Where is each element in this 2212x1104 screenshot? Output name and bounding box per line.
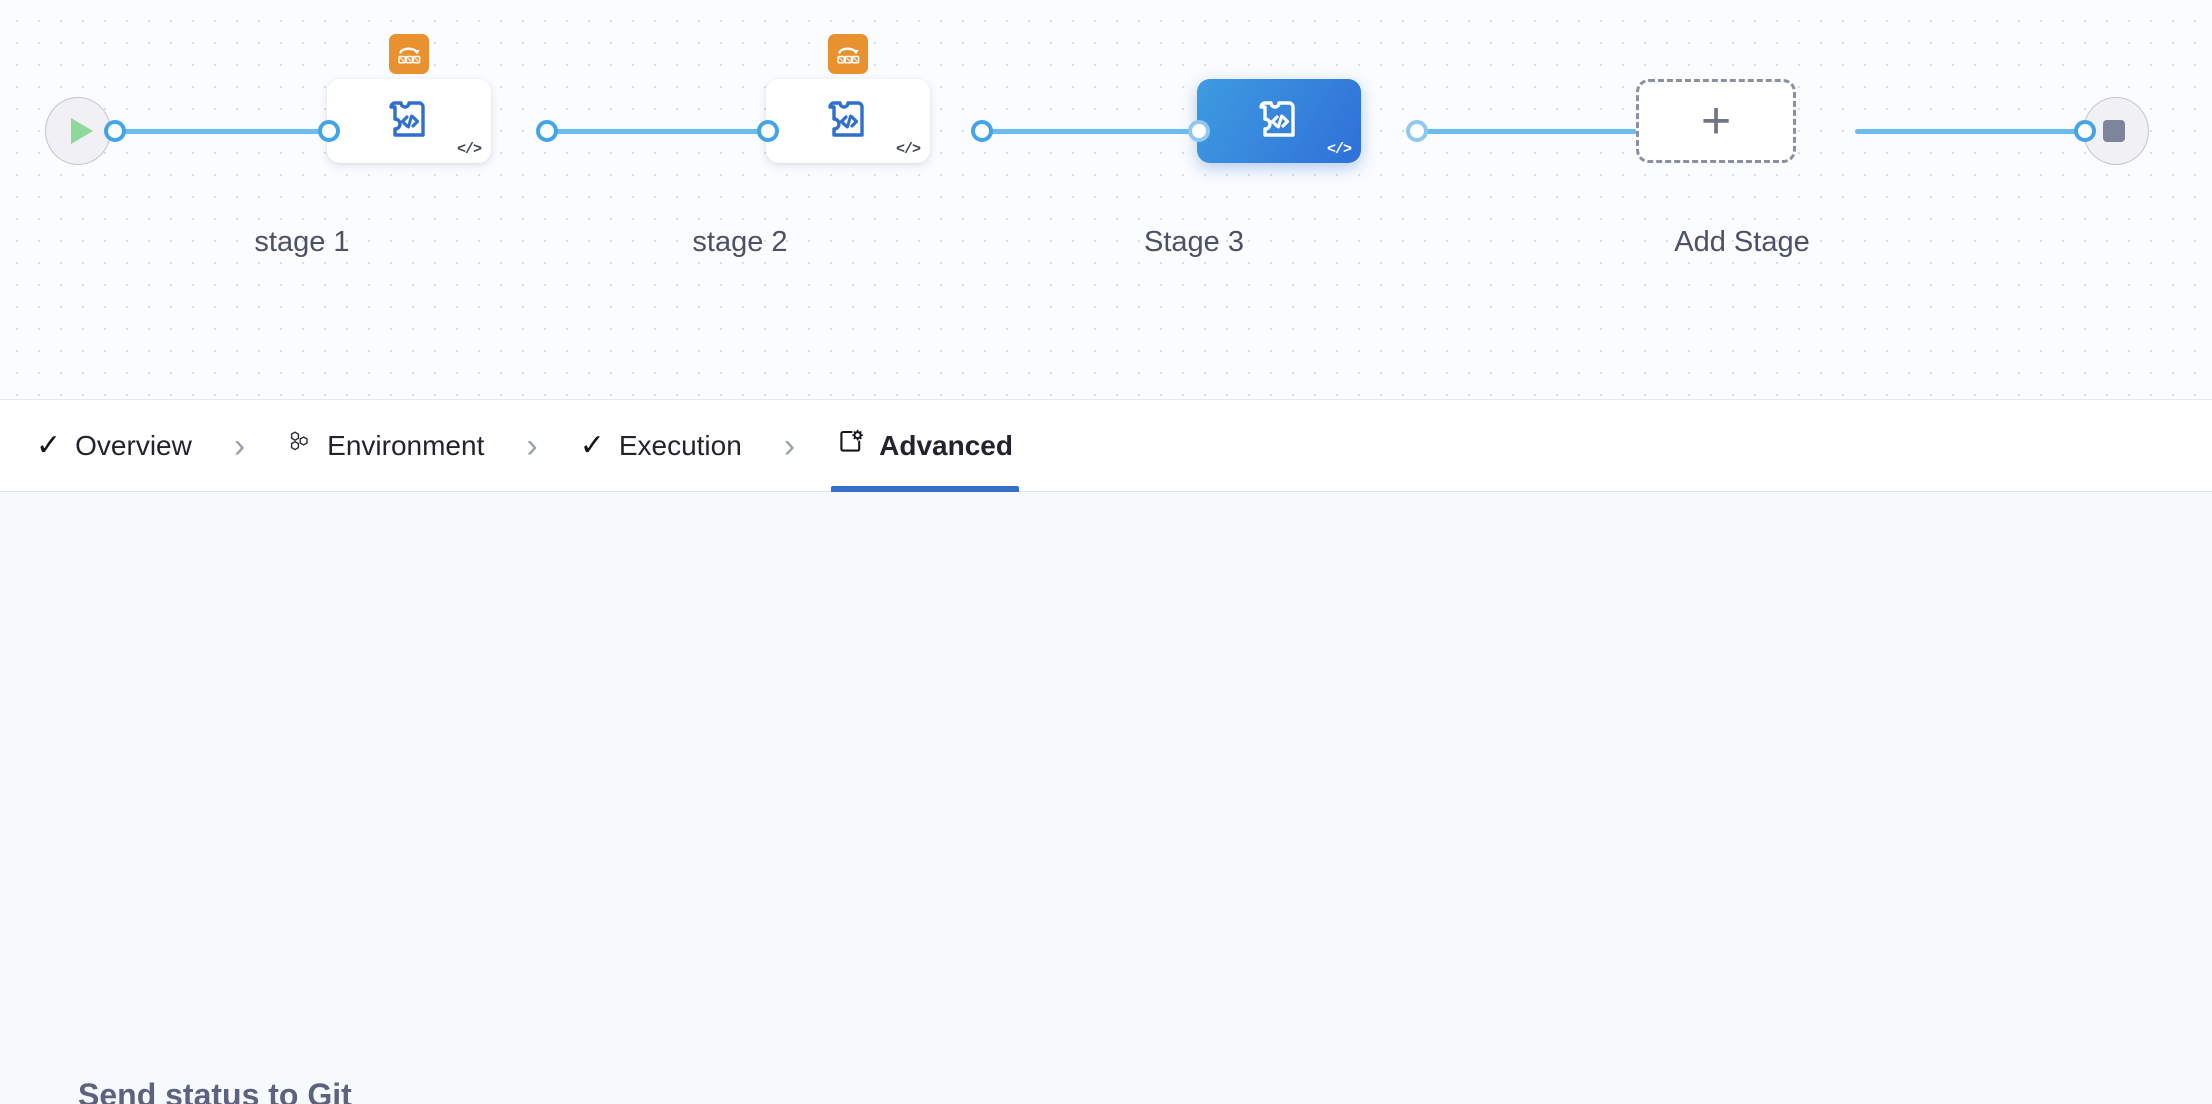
code-icon: </> (456, 141, 482, 158)
custom-stage-icon (1259, 101, 1295, 137)
edge-stage2-to-stage3 (980, 129, 1198, 134)
advanced-panel: Send status to Git For pipelines trigger… (0, 492, 2212, 1104)
tab-overview-label: Overview (75, 429, 192, 461)
tab-advanced[interactable]: Advanced (831, 400, 1019, 492)
tab-environment[interactable]: Environment (281, 400, 490, 492)
tab-overview[interactable]: ✓ Overview (30, 400, 198, 492)
page-title: Send status to Git (78, 1077, 352, 1104)
tab-separator-1: › (233, 426, 246, 465)
pipeline-start-node[interactable] (45, 97, 111, 165)
looping-strategy-icon (828, 34, 868, 74)
edge-stage3-to-addstage (1415, 129, 1637, 134)
stage-node-3[interactable]: </> (1197, 79, 1361, 163)
port-stage1-out[interactable] (536, 120, 558, 142)
edge-stage1-to-stage2 (545, 129, 767, 134)
edge-addstage-to-end (1855, 129, 2083, 134)
stage-label-2: stage 2 (692, 226, 788, 258)
pipeline-canvas[interactable]: </> stage 1 </> stage 2 (0, 0, 2212, 400)
check-icon: ✓ (579, 428, 605, 462)
port-stage2-out[interactable] (971, 120, 993, 142)
tab-advanced-label: Advanced (879, 429, 1013, 461)
play-icon (71, 118, 93, 144)
tab-execution-label: Execution (618, 429, 742, 461)
add-stage-label: Add Stage (1674, 226, 1810, 258)
stage-label-1: stage 1 (254, 226, 350, 258)
custom-stage-icon (389, 101, 425, 137)
tab-separator-2: › (526, 426, 538, 465)
stage-label-3: Stage 3 (1144, 226, 1244, 258)
port-stage3-in[interactable] (1188, 120, 1210, 142)
port-stage2-in[interactable] (757, 120, 779, 142)
add-stage-node[interactable]: + (1636, 79, 1796, 163)
looping-strategy-icon (389, 34, 429, 74)
tab-environment-label: Environment (327, 429, 485, 461)
tab-separator-3: › (783, 426, 796, 465)
stage-tab-bar: ✓ Overview › Environment › ✓ Execution ›… (0, 400, 2212, 492)
hexagons-icon (287, 429, 313, 462)
plus-icon: + (1700, 91, 1732, 150)
code-icon: </> (895, 141, 921, 158)
stage-node-1[interactable]: </> (327, 34, 491, 163)
custom-stage-icon (828, 101, 864, 137)
edge-start-to-stage1 (113, 129, 328, 134)
code-icon: </> (1326, 141, 1352, 158)
advanced-gear-icon (837, 428, 865, 463)
port-stage1-in[interactable] (318, 120, 340, 142)
port-stage3-out[interactable] (1406, 120, 1428, 142)
stage-node-2[interactable]: </> (766, 34, 930, 163)
stop-icon (2103, 120, 2125, 142)
port-start-out[interactable] (104, 120, 126, 142)
check-icon: ✓ (36, 428, 62, 462)
port-end-in[interactable] (2074, 120, 2096, 142)
tab-execution[interactable]: ✓ Execution (574, 400, 748, 492)
